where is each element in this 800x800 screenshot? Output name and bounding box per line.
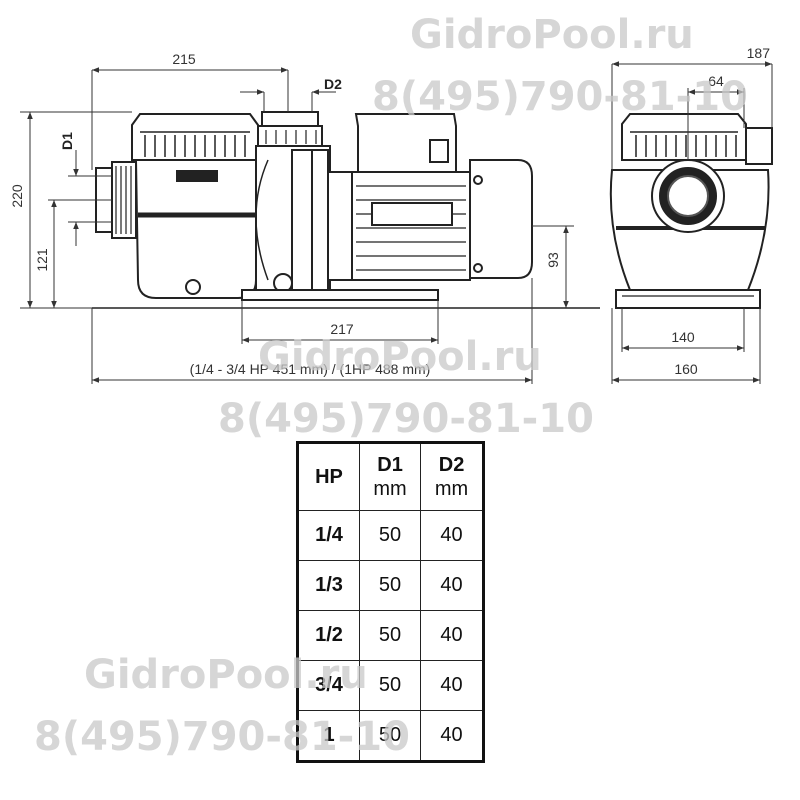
cell-hp: 1 xyxy=(297,710,360,762)
dim-inlet-d1: D1 xyxy=(59,132,75,150)
outlet-union xyxy=(261,111,319,127)
header-d1-unit: mm xyxy=(373,478,407,500)
dim-front-width: 187 xyxy=(747,45,771,61)
table-row: 1/4 50 40 xyxy=(297,510,484,561)
header-d1: D1 mm xyxy=(358,442,422,511)
front-view-dimensions xyxy=(611,61,773,384)
header-d2-unit: mm xyxy=(434,478,469,500)
table-row: 1/3 50 40 xyxy=(297,560,484,611)
table-row: 1 50 40 xyxy=(297,710,484,762)
header-d2: D2 mm xyxy=(420,442,484,511)
cell-d1: 50 xyxy=(358,660,422,711)
dim-foot-outer: 160 xyxy=(674,361,698,377)
side-view xyxy=(92,111,600,309)
dim-height: 220 xyxy=(9,184,25,208)
front-foot xyxy=(615,289,761,309)
table-header-row: HP D1 mm D2 mm xyxy=(297,442,484,511)
dim-length-note: (1/4 - 3/4 HP 451 mm) / (1HP 488 mm) xyxy=(190,361,431,377)
header-hp: HP xyxy=(297,442,360,511)
cell-d1: 50 xyxy=(358,710,422,762)
front-lid xyxy=(621,113,747,161)
dim-outlet-offset: 64 xyxy=(708,73,724,89)
cell-d2: 40 xyxy=(420,560,484,611)
pump-base xyxy=(241,289,439,301)
cell-d1: 50 xyxy=(358,510,422,561)
cell-hp: 1/4 xyxy=(297,510,360,561)
dim-foot-inner: 140 xyxy=(671,329,695,345)
spec-table: HP D1 mm D2 mm 1/4 50 40 1/3 50 40 1/2 5… xyxy=(296,441,485,763)
cell-d1: 50 xyxy=(358,610,422,661)
fan-cover xyxy=(469,159,533,279)
dim-inlet-height: 121 xyxy=(34,248,50,272)
cell-hp: 1/2 xyxy=(297,610,360,661)
header-d1-name: D1 xyxy=(377,454,403,476)
cell-d2: 40 xyxy=(420,710,484,762)
front-view xyxy=(609,113,773,309)
dim-outlet-d2: D2 xyxy=(324,76,342,92)
cell-d2: 40 xyxy=(420,660,484,711)
dim-foot-span: 217 xyxy=(330,321,354,337)
header-d2-name: D2 xyxy=(438,454,465,476)
cell-d1: 50 xyxy=(358,560,422,611)
cell-d2: 40 xyxy=(420,610,484,661)
table-row: 1/2 50 40 xyxy=(297,610,484,661)
cell-hp: 1/3 xyxy=(297,560,360,611)
dim-overall-top: 215 xyxy=(172,51,196,67)
dim-shaft-height: 93 xyxy=(545,252,561,268)
side-view-dimensions xyxy=(20,67,574,384)
table-row: 3/4 50 40 xyxy=(297,660,484,711)
cell-d2: 40 xyxy=(420,510,484,561)
cell-hp: 3/4 xyxy=(297,660,360,711)
